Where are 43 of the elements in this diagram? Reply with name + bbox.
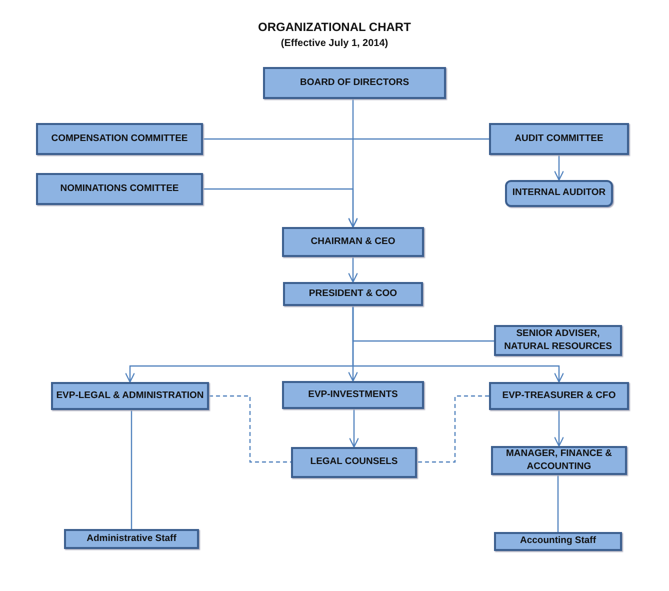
org-box: [36, 123, 203, 155]
org-box: [64, 529, 199, 549]
dashed-connector: [417, 395, 489, 463]
arrow: [348, 257, 358, 283]
chart-subtitle: (Effective July 1, 2014): [280, 38, 390, 49]
arrow: [348, 409, 360, 448]
role-title: Administrative Staff: [86, 532, 178, 546]
org-box: [494, 325, 622, 356]
connector-line: [557, 475, 559, 532]
role-title: AUDIT COMMITTEE: [514, 132, 604, 146]
org-box: [291, 447, 417, 478]
org-box: [283, 282, 423, 306]
role-title: Accounting Staff: [519, 535, 597, 548]
role-title: CHAIRMAN & CEO: [310, 236, 396, 248]
role-title: MANAGER, FINANCE & ACCOUNTING: [504, 448, 614, 473]
role-title: BOARD OF DIRECTORS: [298, 76, 410, 90]
dashed-connector: [209, 395, 291, 463]
org-box: [282, 381, 424, 409]
arrow: [554, 410, 564, 447]
role-title: INTERNAL AUDITOR: [511, 187, 607, 200]
arrow: [554, 155, 564, 181]
arrow: [352, 306, 564, 383]
role-title: NOMINATIONS COMITTEE: [59, 182, 180, 196]
connector-line: [203, 138, 489, 140]
role-title: COMPENSATION COMMITTEE: [50, 132, 189, 146]
org-box: [51, 382, 209, 410]
chart-title: ORGANIZATIONAL CHART: [257, 20, 412, 34]
org-box: [282, 227, 424, 257]
connector-line: [130, 410, 132, 529]
org-box: [494, 532, 622, 551]
role-title: EVP-TREASURER & CFO: [501, 390, 617, 402]
org-box: [489, 382, 629, 410]
arrow: [203, 188, 358, 228]
role-title: SENIOR ADVISER, NATURAL RESOURCES: [503, 328, 613, 353]
org-box: [489, 123, 629, 155]
role-title: PRESIDENT & COO: [308, 288, 398, 300]
role-title: EVP-LEGAL & ADMINISTRATION: [55, 390, 205, 402]
role-title: LEGAL COUNSELS: [309, 456, 399, 469]
org-box: [263, 67, 446, 99]
org-box: [36, 173, 203, 205]
org-box: [505, 180, 613, 207]
org-box: [491, 446, 627, 475]
role-title: EVP-INVESTMENTS: [307, 388, 399, 402]
